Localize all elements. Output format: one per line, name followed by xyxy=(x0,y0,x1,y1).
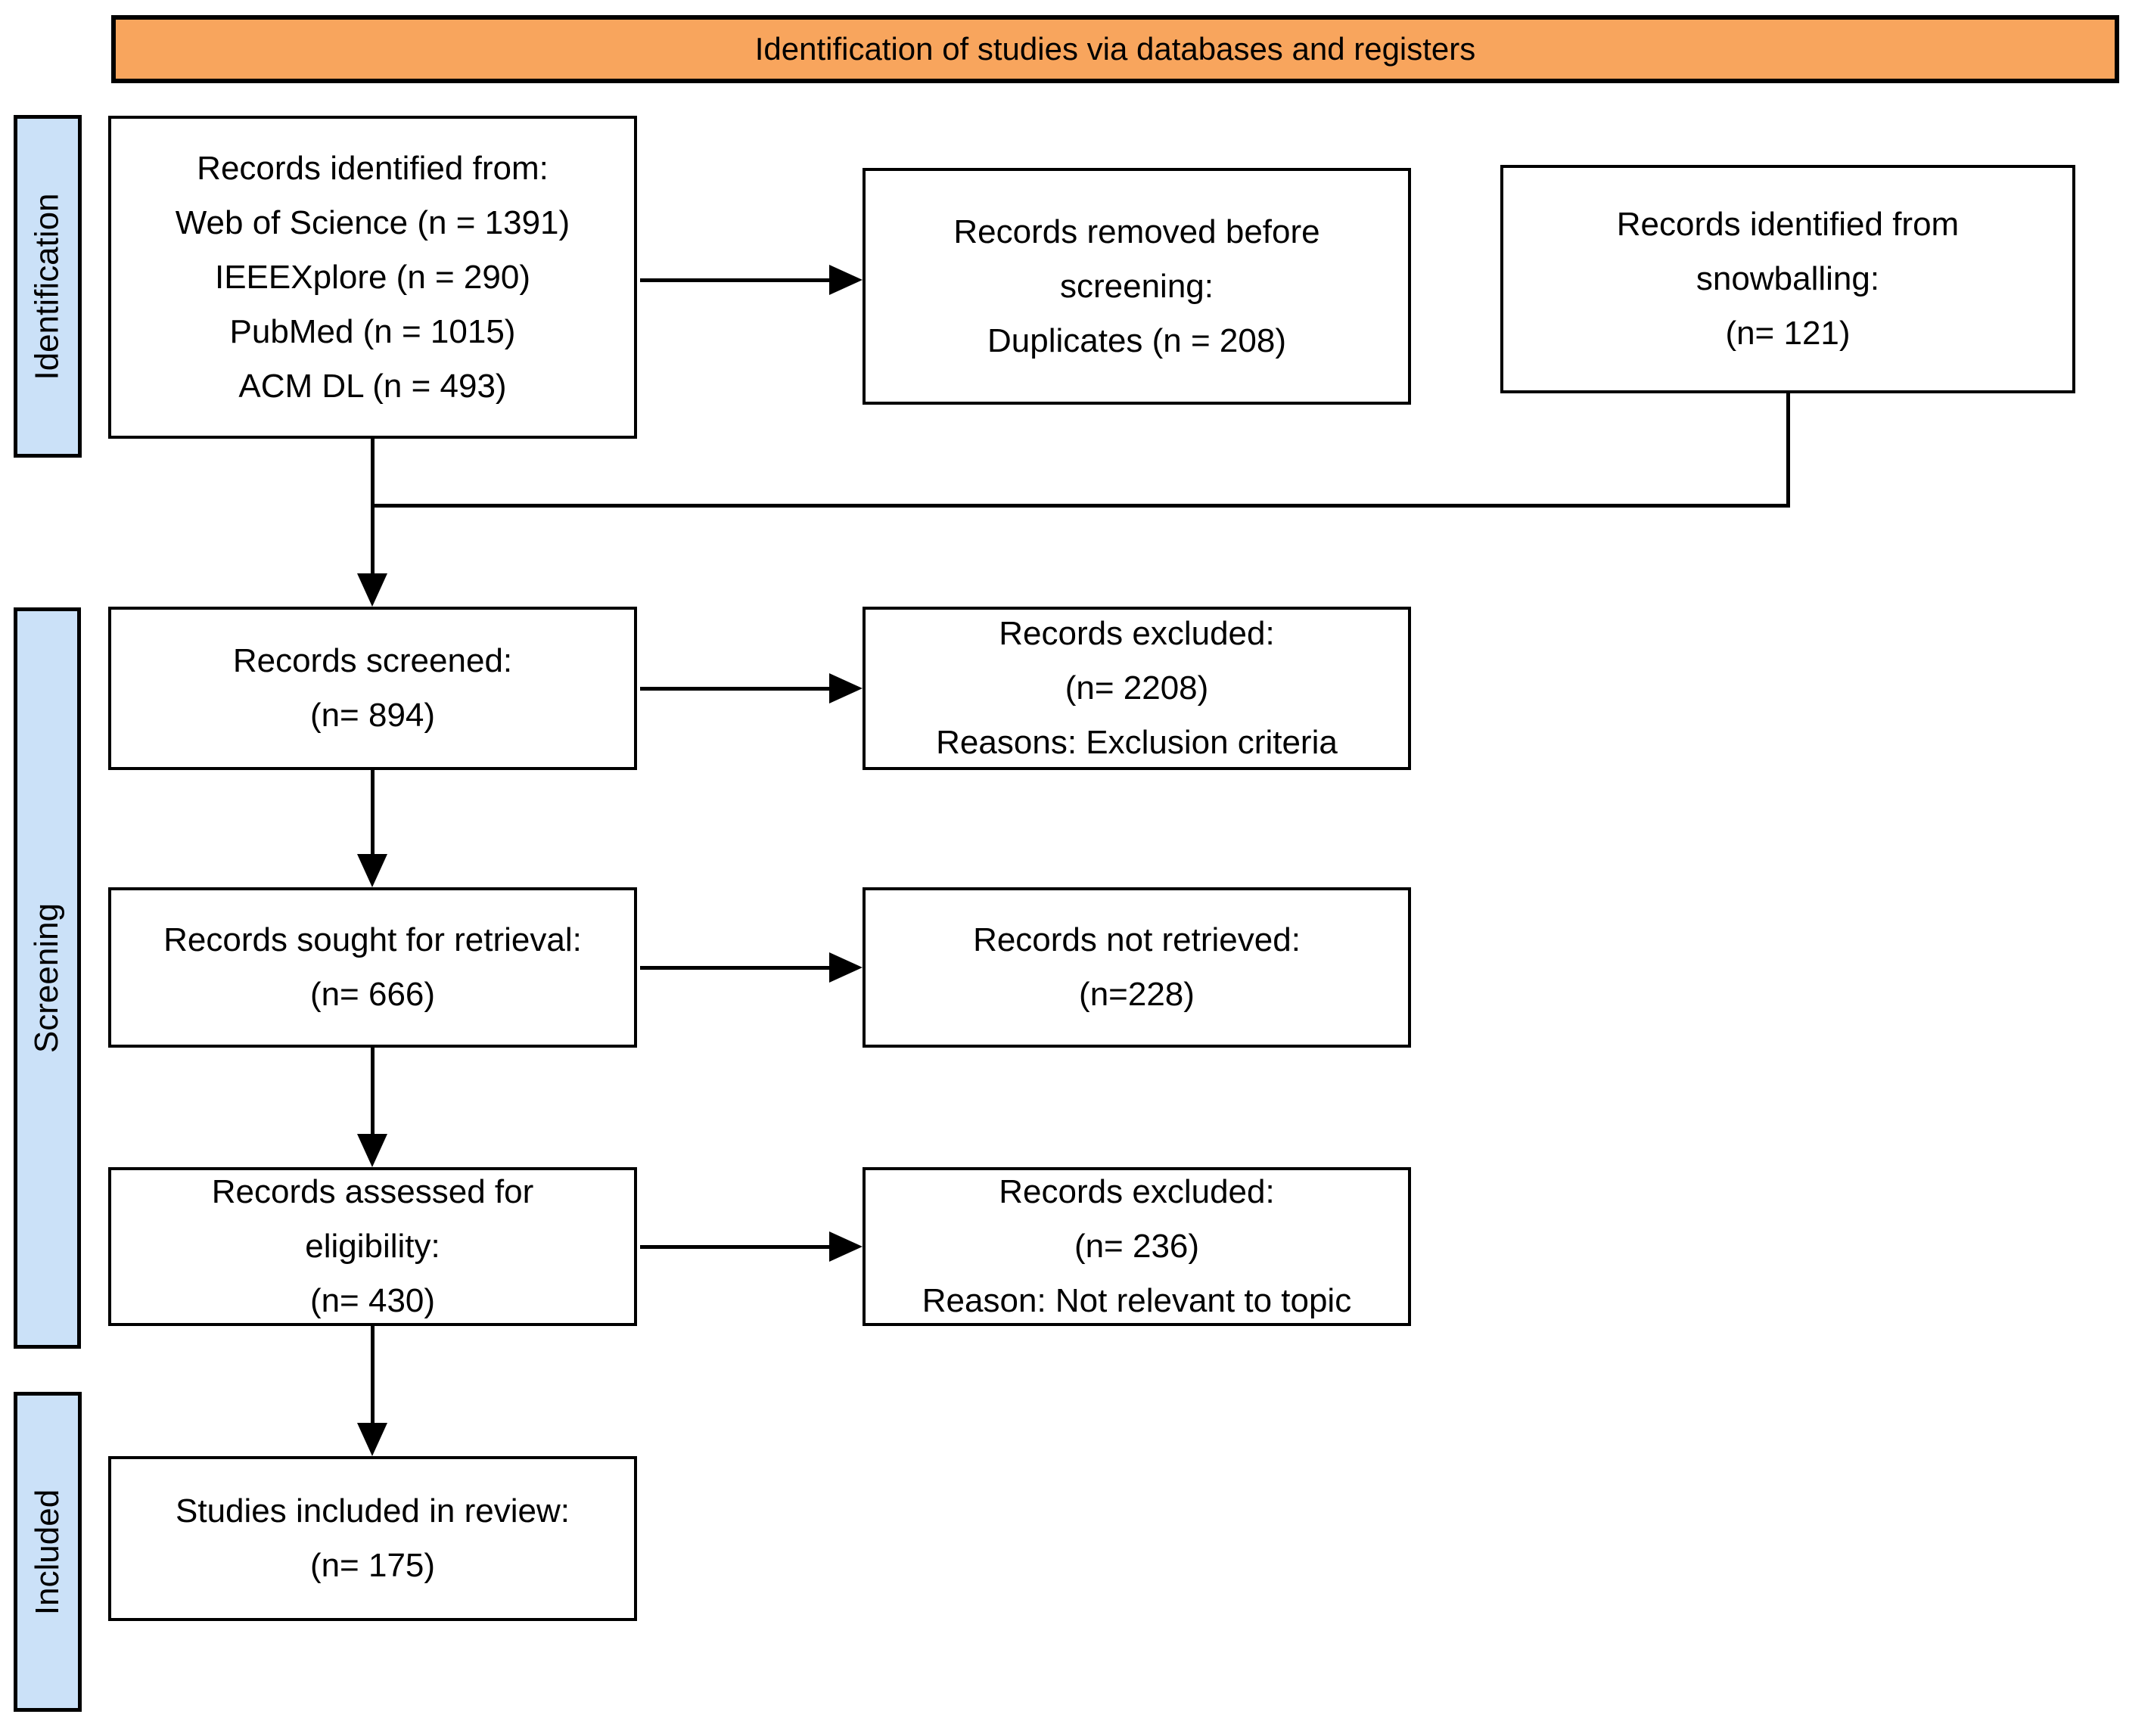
box-records-identified: Records identified from: Web of Science … xyxy=(108,116,637,439)
connector-snowballing-drop-line xyxy=(1786,393,1790,508)
box-records-snowballing: Records identified from snowballing: (n=… xyxy=(1500,165,2075,393)
connector-sought-to-assessed-line xyxy=(371,1048,375,1137)
box-records-assessed-line: Records assessed for xyxy=(211,1173,534,1210)
box-records-identified-line: Web of Science (n = 1391) xyxy=(175,203,570,241)
box-records-assessed-line: eligibility: xyxy=(305,1228,440,1265)
stage-label-identification: Identification xyxy=(14,115,82,458)
box-records-identified-line: IEEEXplore (n = 290) xyxy=(214,258,530,296)
stage-label-identification-text: Identification xyxy=(29,192,66,380)
stage-label-screening: Screening xyxy=(14,607,81,1349)
connector-assessed-to-excluded-line xyxy=(640,1245,832,1249)
box-records-excluded-screening: Records excluded: (n= 2208) Reasons: Exc… xyxy=(863,607,1411,770)
connector-screened-to-sought-line xyxy=(371,770,375,857)
box-records-removed-line: Records removed before xyxy=(953,213,1320,250)
header-title: Identification of studies via databases … xyxy=(754,31,1476,67)
box-records-excluded-eligibility: Records excluded: (n= 236) Reason: Not r… xyxy=(863,1167,1411,1326)
connector-screened-to-excluded-line xyxy=(640,687,832,691)
connector-assessed-to-included-arrowhead-icon xyxy=(357,1423,387,1456)
box-records-removed: Records removed before screening: Duplic… xyxy=(863,168,1411,405)
box-records-excluded-eligibility-line: Reason: Not relevant to topic xyxy=(922,1282,1352,1319)
box-records-excluded-eligibility-line: Records excluded: xyxy=(999,1173,1275,1210)
stage-label-included-text: Included xyxy=(29,1489,67,1615)
box-records-screened-line: (n= 894) xyxy=(309,697,436,734)
connector-identified-to-screened-line xyxy=(371,439,375,576)
box-records-not-retrieved-line: (n=228) xyxy=(1079,976,1195,1013)
box-records-screened: Records screened: (n= 894) xyxy=(108,607,637,770)
stage-label-screening-text: Screening xyxy=(28,902,66,1054)
box-studies-included: Studies included in review: (n= 175) xyxy=(108,1456,637,1621)
connector-screened-to-excluded-arrowhead-icon xyxy=(829,673,863,703)
box-records-assessed-line: (n= 430) xyxy=(309,1282,436,1319)
box-records-sought-line: (n= 666) xyxy=(309,976,436,1013)
box-records-identified-line: ACM DL (n = 493) xyxy=(238,367,507,405)
header-banner: Identification of studies via databases … xyxy=(111,15,2119,83)
box-records-snowballing-line: Records identified from xyxy=(1616,206,1960,243)
box-records-excluded-screening-line: Records excluded: xyxy=(999,615,1275,652)
box-records-not-retrieved-line: Records not retrieved: xyxy=(973,921,1301,958)
connector-snowballing-elbow-line xyxy=(371,504,1790,508)
box-records-identified-line: Records identified from: xyxy=(197,149,549,187)
box-records-assessed: Records assessed for eligibility: (n= 43… xyxy=(108,1167,637,1326)
box-records-excluded-screening-line: (n= 2208) xyxy=(1065,669,1209,707)
box-records-removed-line: Duplicates (n = 208) xyxy=(987,321,1286,359)
box-studies-included-line: Studies included in review: xyxy=(176,1492,570,1529)
stage-label-included: Included xyxy=(14,1392,82,1712)
box-records-sought: Records sought for retrieval: (n= 666) xyxy=(108,887,637,1048)
connector-screened-to-sought-arrowhead-icon xyxy=(357,854,387,887)
connector-sought-to-assessed-arrowhead-icon xyxy=(357,1134,387,1167)
box-records-screened-line: Records screened: xyxy=(232,642,513,679)
box-records-excluded-eligibility-line: (n= 236) xyxy=(1074,1228,1200,1265)
box-records-excluded-screening-line: Reasons: Exclusion criteria xyxy=(936,724,1338,761)
box-studies-included-line: (n= 175) xyxy=(309,1547,436,1584)
connector-identified-to-removed-line xyxy=(640,278,832,282)
box-records-snowballing-line: (n= 121) xyxy=(1725,315,1851,352)
box-records-removed-line: screening: xyxy=(1059,267,1214,305)
connector-sought-to-not-retrieved-arrowhead-icon xyxy=(829,952,863,983)
box-records-not-retrieved: Records not retrieved: (n=228) xyxy=(863,887,1411,1048)
connector-sought-to-not-retrieved-line xyxy=(640,966,832,970)
connector-assessed-to-excluded-arrowhead-icon xyxy=(829,1231,863,1262)
box-records-snowballing-line: snowballing: xyxy=(1696,260,1880,297)
connector-assessed-to-included-line xyxy=(371,1326,375,1426)
connector-identified-to-screened-arrowhead-icon xyxy=(357,573,387,607)
box-records-sought-line: Records sought for retrieval: xyxy=(163,921,582,958)
box-records-identified-line: PubMed (n = 1015) xyxy=(229,312,516,350)
connector-identified-to-removed-arrowhead-icon xyxy=(829,265,863,295)
